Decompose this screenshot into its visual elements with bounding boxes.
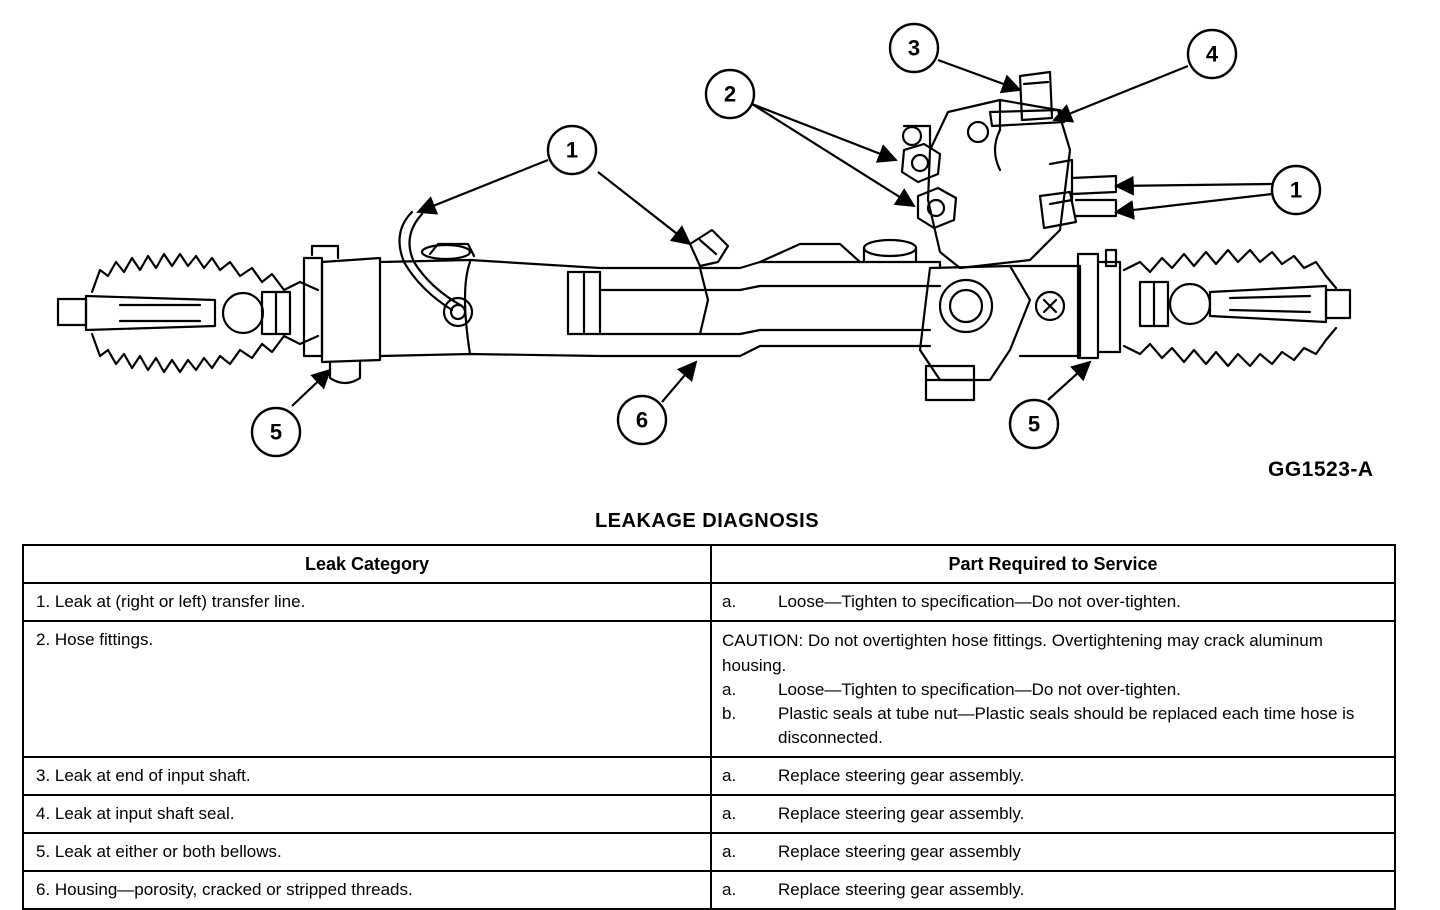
step-text: Replace steering gear assembly. <box>778 880 1025 899</box>
callout-3: 3 <box>908 36 920 61</box>
transfer-line-fitting <box>688 228 730 268</box>
service-cell: CAUTION: Do not overtighten hose fitting… <box>710 620 1396 758</box>
right-tie-rod-end <box>1208 284 1352 324</box>
right-ball-joint <box>1138 280 1212 328</box>
leakage-diagnosis-table: Leak Category Part Required to Service 1… <box>22 544 1396 910</box>
callout-2: 2 <box>724 82 736 107</box>
table-row: 3. Leak at end of input shaft. a. Replac… <box>22 756 1396 796</box>
table-row: 4. Leak at input shaft seal. a. Replace … <box>22 794 1396 834</box>
leader-2b <box>751 103 916 208</box>
table-row: 6. Housing—porosity, cracked or stripped… <box>22 870 1396 910</box>
left-ball-joint <box>221 290 292 336</box>
table-row: 5. Leak at either or both bellows. a. Re… <box>22 832 1396 872</box>
table-row: 1. Leak at (right or left) transfer line… <box>22 582 1396 622</box>
leader-5a <box>291 368 332 407</box>
step-letter: a. <box>722 804 737 823</box>
leader-5b <box>1047 360 1092 401</box>
callout-5-right: 5 <box>1028 412 1040 437</box>
left-housing-end <box>302 244 382 385</box>
leader-3 <box>937 58 1022 94</box>
callout-1-left: 1 <box>566 138 578 163</box>
step-letter: a. <box>722 842 737 861</box>
leader-2a <box>751 102 898 163</box>
service-step: a. Loose—Tighten to specification—Do not… <box>722 590 1382 614</box>
step-text: Loose—Tighten to specification—Do not ov… <box>778 592 1181 611</box>
step-text: Replace steering gear assembly. <box>778 766 1025 785</box>
valve-housing <box>900 70 1118 270</box>
left-tie-rod-end <box>56 294 217 332</box>
leak-category-cell: 4. Leak at input shaft seal. <box>22 794 712 834</box>
service-cell: a. Replace steering gear assembly <box>710 832 1396 872</box>
steering-gear-diagram: 1 1 2 3 4 5 5 6 <box>56 22 1352 458</box>
caution-note: CAUTION: Do not overtighten hose fitting… <box>722 631 1323 675</box>
step-letter: a. <box>722 880 737 899</box>
step-text: Replace steering gear assembly <box>778 842 1021 861</box>
leak-category-cell: 1. Leak at (right or left) transfer line… <box>22 582 712 622</box>
service-step: a. Replace steering gear assembly. <box>722 802 1382 826</box>
service-step: b. Plastic seals at tube nut—Plastic sea… <box>722 702 1382 750</box>
table-row: 2. Hose fittings. CAUTION: Do not overti… <box>22 620 1396 758</box>
header-part-required: Part Required to Service <box>710 544 1396 584</box>
step-text: Replace steering gear assembly. <box>778 804 1025 823</box>
leak-category-cell: 5. Leak at either or both bellows. <box>22 832 712 872</box>
leader-1a <box>416 158 549 215</box>
table-title: LEAKAGE DIAGNOSIS <box>594 510 820 532</box>
callout-1-right: 1 <box>1290 178 1302 203</box>
leader-4 <box>1052 64 1189 123</box>
leader-1c <box>1114 175 1273 196</box>
service-cell: a. Replace steering gear assembly. <box>710 794 1396 834</box>
step-letter: a. <box>722 592 737 611</box>
service-step: a. Replace steering gear assembly. <box>722 764 1382 788</box>
service-cell: a. Loose—Tighten to specification—Do not… <box>710 582 1396 622</box>
leak-category-cell: 2. Hose fittings. <box>22 620 712 758</box>
figure-id-label: GG1523-A <box>1268 458 1374 481</box>
pinion-housing <box>918 264 1082 402</box>
service-cell: a. Replace steering gear assembly. <box>710 870 1396 910</box>
step-letter: a. <box>722 766 737 785</box>
callout-6: 6 <box>636 408 648 433</box>
table-header-row: Leak Category Part Required to Service <box>22 544 1396 584</box>
leader-6 <box>661 360 698 403</box>
service-step: a. Replace steering gear assembly <box>722 840 1382 864</box>
left-bellows <box>90 252 320 374</box>
service-step: a. Loose—Tighten to specification—Do not… <box>722 678 1382 702</box>
leak-category-cell: 3. Leak at end of input shaft. <box>22 756 712 796</box>
step-text: Loose—Tighten to specification—Do not ov… <box>778 680 1181 699</box>
callout-4: 4 <box>1206 42 1219 67</box>
step-letter: b. <box>722 704 737 723</box>
step-text: Plastic seals at tube nut—Plastic seals … <box>778 704 1355 747</box>
rack-housing <box>378 238 942 358</box>
leader-1b <box>597 171 692 246</box>
leader-1d <box>1114 192 1273 220</box>
header-leak-category: Leak Category <box>22 544 712 584</box>
callout-5-left: 5 <box>270 420 282 445</box>
service-step: a. Replace steering gear assembly. <box>722 878 1382 902</box>
leak-category-cell: 6. Housing—porosity, cracked or stripped… <box>22 870 712 910</box>
right-bellows <box>1122 248 1338 368</box>
service-cell: a. Replace steering gear assembly. <box>710 756 1396 796</box>
step-letter: a. <box>722 680 737 699</box>
right-housing-end <box>1076 248 1122 360</box>
left-transfer-line <box>398 210 474 328</box>
